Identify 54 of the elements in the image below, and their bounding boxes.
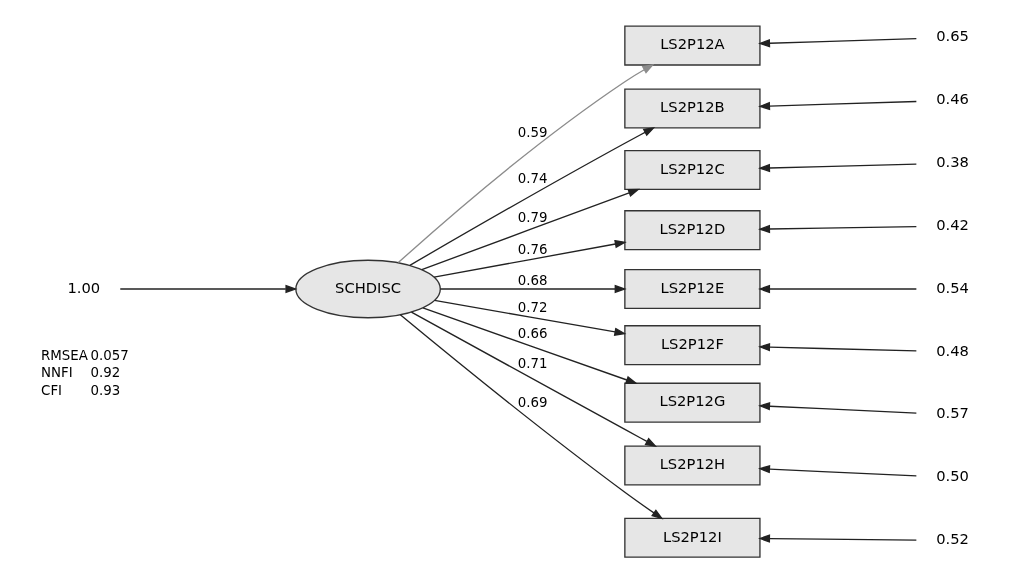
arrow (758, 342, 918, 352)
arrow (433, 299, 627, 336)
node-text: 0.54 (936, 278, 969, 296)
arrow (758, 284, 918, 294)
label: RMSEA (41, 347, 88, 363)
arrow (410, 311, 658, 448)
node-text: 0.57 (936, 404, 969, 422)
label: CFI (41, 382, 63, 398)
edge-label: 0.69 (517, 394, 548, 410)
edge-label: 0.66 (517, 326, 548, 342)
arrow (758, 163, 918, 173)
node-text: 0.50 (936, 467, 969, 485)
node-box: LS2P12B (624, 88, 761, 129)
arrow (399, 314, 664, 520)
edge-label: 0.59 (517, 124, 548, 140)
node-box: LS2P12C (624, 149, 761, 191)
arrow (758, 464, 918, 477)
edge-label: 0.72 (517, 299, 548, 315)
node-box: LS2P12G (624, 382, 761, 423)
arrow (397, 64, 655, 264)
edge-label: 0.68 (517, 272, 548, 288)
node-box: LS2P12D (624, 210, 761, 251)
label: 0.92 (90, 365, 121, 381)
node-text: 0.48 (936, 341, 969, 359)
edge-label: 0.76 (517, 242, 548, 258)
label: 0.057 (90, 347, 129, 363)
label: 0.93 (90, 382, 121, 398)
node-box: LS2P12E (624, 268, 761, 310)
node-text: 0.52 (936, 530, 969, 548)
arrow (758, 534, 918, 543)
arrow (758, 100, 918, 111)
arrow (758, 224, 918, 234)
arrow (758, 402, 918, 414)
node-text: 1.00 (67, 278, 101, 296)
node-box: LS2P12F (624, 325, 761, 366)
arrow (433, 239, 627, 278)
arrow (439, 284, 627, 294)
edge-label: 0.74 (517, 171, 548, 187)
node-box: LS2P12A (624, 25, 761, 66)
label: NNFI (41, 365, 73, 381)
node-box: LS2P12I (624, 517, 761, 558)
edge-label: 0.71 (517, 355, 548, 371)
arrow (758, 37, 918, 48)
arrow (119, 284, 298, 294)
node-text: 0.38 (936, 153, 969, 171)
edge-label: 0.79 (517, 210, 548, 226)
node-box: LS2P12H (624, 445, 761, 486)
arrow (409, 126, 656, 266)
arrow (421, 188, 641, 271)
node-ellipse: SCHDISC (295, 259, 441, 319)
node-text: 0.42 (936, 215, 969, 233)
arrow (422, 307, 638, 384)
node-text: 0.65 (936, 27, 969, 45)
node-text: 0.46 (936, 90, 969, 108)
